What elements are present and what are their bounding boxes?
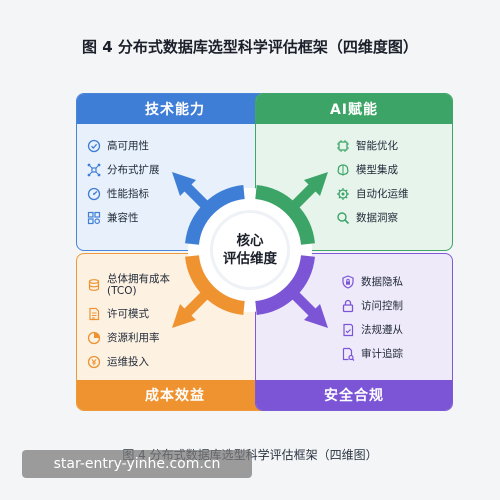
- core-line-2: 评估维度: [223, 251, 277, 267]
- item-label: 法规遵从: [361, 323, 403, 336]
- list-item: 模型集成: [336, 158, 446, 182]
- search-icon: [336, 211, 350, 225]
- list-item: 访问控制: [341, 294, 451, 318]
- list-item: 数据洞察: [336, 206, 446, 230]
- gear-icon: [336, 187, 350, 201]
- item-list-security: 数据隐私 访问控制 法规遵从 审计追踪: [341, 270, 451, 366]
- gauge-icon: [87, 187, 101, 201]
- item-label: 高可用性: [107, 139, 149, 152]
- quadrant-heading-technical: 技术能力: [77, 94, 273, 124]
- item-list-cost: 总体拥有成本(TCO) 许可模式 资源利用率 运维投入: [87, 268, 197, 374]
- list-item: 法规遵从: [341, 318, 451, 342]
- item-label: 自动化运维: [356, 187, 409, 200]
- puzzle-icon: [87, 211, 101, 225]
- quadrant-ai: AI赋能 智能优化 模型集成 自动化运维 数据洞察: [255, 93, 453, 251]
- list-item: 审计追踪: [341, 342, 451, 366]
- list-item: 性能指标: [87, 182, 197, 206]
- core-dimension-label: 核心 评估维度: [213, 213, 287, 287]
- chip-icon: [336, 139, 350, 153]
- item-label: 总体拥有成本(TCO): [107, 272, 170, 297]
- arrow-security: [284, 284, 328, 328]
- item-label: 性能指标: [107, 187, 149, 200]
- audit-icon: [341, 347, 355, 361]
- item-label: 模型集成: [356, 163, 398, 176]
- check-circle-icon: [87, 139, 101, 153]
- item-label: 审计追踪: [361, 347, 403, 360]
- list-item: 自动化运维: [336, 182, 446, 206]
- list-item: 资源利用率: [87, 326, 197, 350]
- arrow-ai: [284, 172, 328, 216]
- pie-chart-icon: [87, 331, 101, 345]
- quadrant-heading-security: 安全合规: [256, 380, 452, 410]
- item-label: 数据隐私: [361, 275, 403, 288]
- arrow-cost: [172, 284, 216, 328]
- quadrant-heading-cost: 成本效益: [77, 380, 273, 410]
- arrow-technical: [172, 172, 216, 216]
- list-item: 数据隐私: [341, 270, 451, 294]
- item-label: 许可模式: [107, 307, 149, 320]
- item-list-technical: 高可用性 分布式扩展 性能指标 兼容性: [87, 134, 197, 230]
- list-item: 高可用性: [87, 134, 197, 158]
- item-label: 资源利用率: [107, 331, 160, 344]
- core-line-1: 核心: [236, 232, 264, 249]
- list-item: 分布式扩展: [87, 158, 197, 182]
- quadrant-heading-ai: AI赋能: [256, 94, 452, 124]
- shield-lock-icon: [341, 275, 355, 289]
- item-label: 兼容性: [107, 211, 139, 224]
- brain-icon: [336, 163, 350, 177]
- item-label: 分布式扩展: [107, 163, 160, 176]
- item-label: 智能优化: [356, 139, 398, 152]
- item-label: 数据洞察: [356, 211, 398, 224]
- money-icon: [87, 355, 101, 369]
- list-item: 运维投入: [87, 350, 197, 374]
- list-item: 兼容性: [87, 206, 197, 230]
- watermark: star-entry-yinhe.com.cn: [22, 450, 252, 478]
- lock-icon: [341, 299, 355, 313]
- coins-icon: [87, 278, 101, 292]
- document-icon: [87, 307, 101, 321]
- item-label: 运维投入: [107, 355, 149, 368]
- nodes-icon: [87, 163, 101, 177]
- page-title: 图 4 分布式数据库选型科学评估框架（四维度图）: [82, 38, 418, 56]
- list-item: 总体拥有成本(TCO): [87, 268, 197, 302]
- list-item: 智能优化: [336, 134, 446, 158]
- item-label: 访问控制: [361, 299, 403, 312]
- list-item: 许可模式: [87, 302, 197, 326]
- item-list-ai: 智能优化 模型集成 自动化运维 数据洞察: [336, 134, 446, 230]
- checklist-icon: [341, 323, 355, 337]
